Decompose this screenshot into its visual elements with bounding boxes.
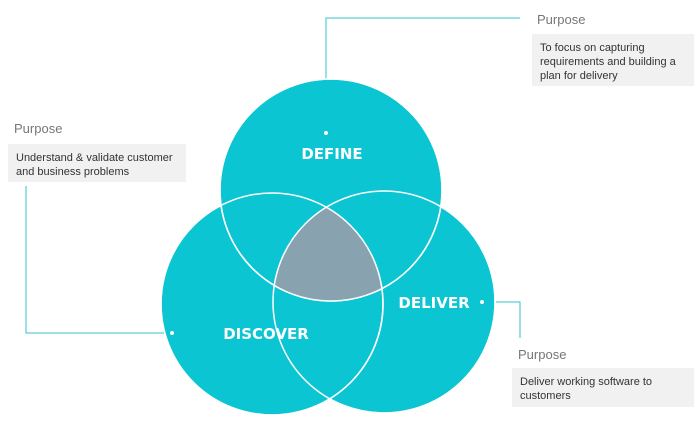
discover-connector-dot (170, 331, 174, 335)
define-outline (219, 78, 443, 302)
deliver-connector-dot (480, 300, 484, 304)
discover-label: DISCOVER (223, 325, 309, 343)
discover-connector-line (25, 186, 172, 334)
discover-outline (160, 192, 384, 416)
define-purpose-text: To focus on capturing requirements and b… (532, 34, 694, 86)
define-label: DEFINE (301, 145, 362, 163)
discover-purpose-text: Understand & validate customer and busin… (8, 144, 186, 182)
discover-purpose-heading: Purpose (14, 121, 63, 136)
deliver-label: DELIVER (398, 294, 470, 312)
center-intersection (273, 193, 383, 301)
define-purpose-heading: Purpose (537, 12, 586, 27)
define-connector-dot (324, 131, 328, 135)
deliver-purpose-text: Deliver working software to customers (512, 368, 694, 407)
deliver-outline (272, 190, 496, 414)
deliver-purpose-heading: Purpose (518, 347, 567, 362)
